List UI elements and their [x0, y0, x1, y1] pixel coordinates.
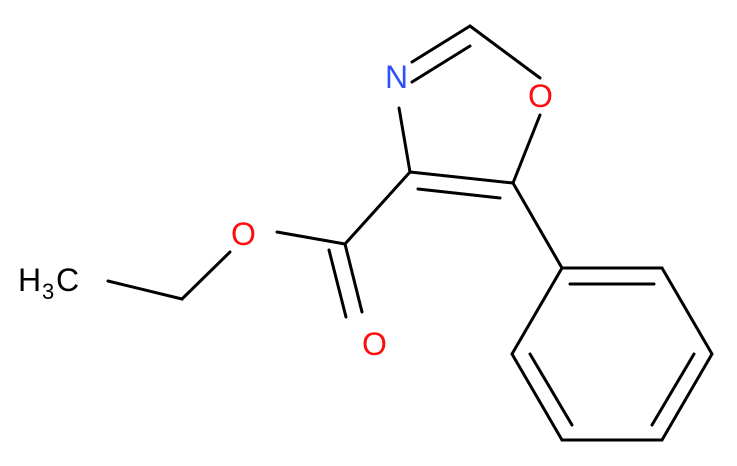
- bond-c2-o: [468, 24, 542, 80]
- bond-c5-phenyl: [511, 181, 564, 270]
- bond-ph-5-6: [510, 352, 564, 442]
- ester-group: [106, 170, 412, 319]
- bond-n-c2-double-inner: [410, 44, 472, 84]
- atom-ester-oxygen: O: [231, 216, 256, 252]
- bond-c4-carbonyl-c: [343, 170, 412, 246]
- bond-carbonyl-double-2: [327, 248, 348, 319]
- bond-ph-3-4: [660, 352, 714, 442]
- bond-c5-c4-double-outer: [408, 170, 515, 185]
- methyl-carbon: C: [56, 262, 79, 298]
- atom-nitrogen: N: [385, 59, 408, 95]
- bond-ph-3-4-inner: [650, 352, 696, 427]
- bond-ch2-ch3: [106, 279, 184, 301]
- methyl-subscript: 3: [42, 279, 54, 304]
- bond-n-c2-double-outer: [410, 24, 472, 64]
- bond-ph-5-6-inner: [528, 352, 574, 427]
- bond-c4-n: [397, 106, 412, 174]
- methyl-hydrogen: H: [18, 262, 41, 298]
- bond-o-ester-ch2: [180, 250, 232, 301]
- atom-carbonyl-oxygen: O: [362, 326, 387, 362]
- bond-carbonyl-double-1: [343, 242, 364, 314]
- bond-ph-6-1: [510, 266, 564, 356]
- bond-ph-2-3: [660, 266, 714, 356]
- phenyl-ring: [510, 181, 714, 442]
- oxazole-ring: [397, 24, 542, 200]
- bond-c5-c4-double-inner: [416, 187, 502, 200]
- atom-ring-oxygen: O: [528, 78, 553, 114]
- bond-o-c5: [511, 113, 542, 185]
- bond-carbonyl-c-o-ester: [275, 230, 347, 246]
- methyl-label: H 3 C: [18, 262, 79, 304]
